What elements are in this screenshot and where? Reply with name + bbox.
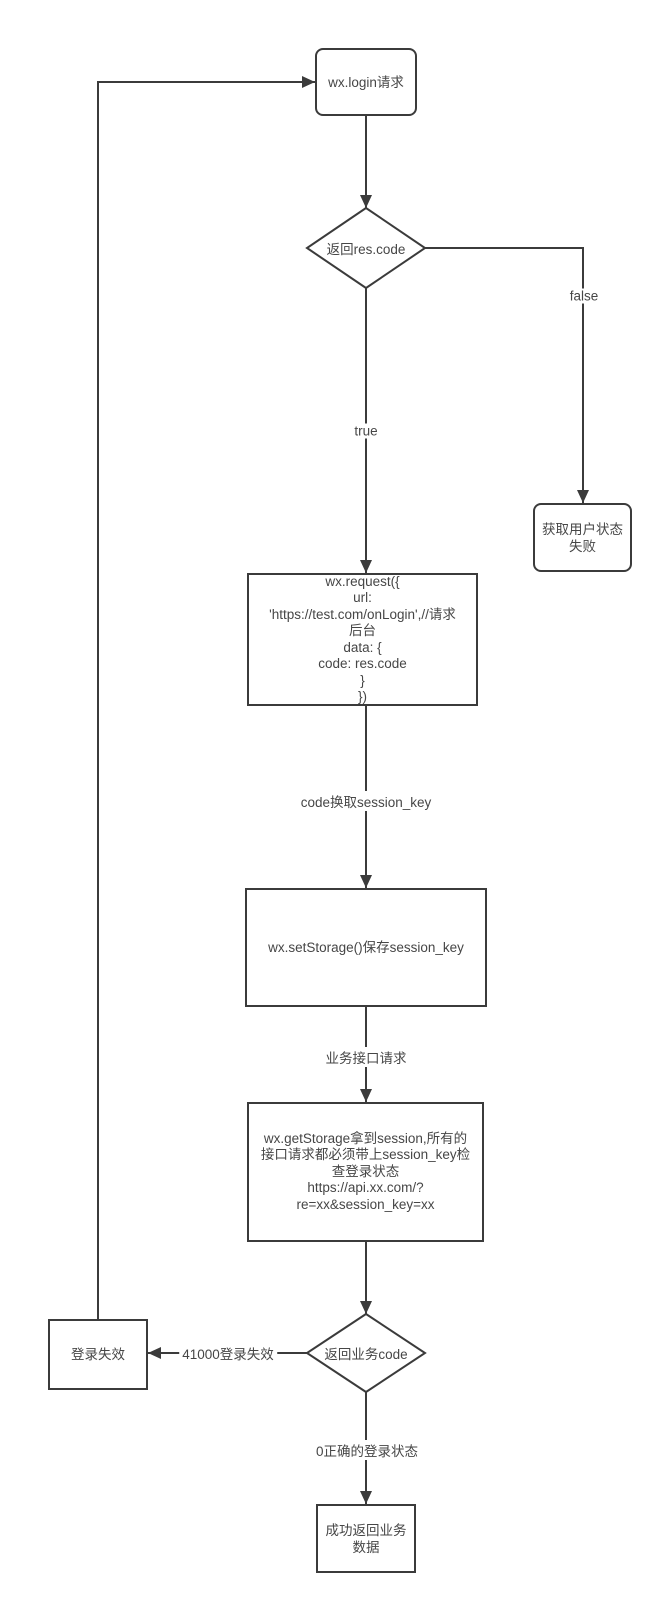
edge-label-correct-state: 0正确的登录状态 — [312, 1440, 422, 1460]
decision-rescode-label: 返回res.code — [326, 242, 406, 257]
decision-businesscode-label: 返回业务code — [324, 1347, 408, 1362]
node-get-storage: wx.getStorage拿到session,所有的 接口请求都必须带上sess… — [247, 1102, 484, 1242]
node-login-invalid: 登录失效 — [48, 1319, 148, 1390]
edge-label-41000-invalid: 41000登录失效 — [179, 1343, 277, 1363]
edge-label-code-exchange: code换取session_key — [297, 791, 435, 811]
decision-businesscode-shape — [305, 1312, 427, 1394]
node-get-user-state-failed: 获取用户状态 失败 — [533, 503, 632, 572]
decision-rescode-shape — [305, 206, 427, 290]
node-set-storage: wx.setStorage()保存session_key — [245, 888, 487, 1007]
edge-label-business-request: 业务接口请求 — [322, 1047, 410, 1067]
node-wx-login: wx.login请求 — [315, 48, 417, 116]
edge-label-false: false — [566, 288, 602, 304]
edge-rescode-false-to-failed — [425, 247, 589, 503]
node-success: 成功返回业务 数据 — [316, 1504, 416, 1573]
edge-loginfail-back-to-login — [97, 76, 315, 1319]
node-wx-request: wx.request({ url: 'https://test.com/onLo… — [247, 573, 478, 706]
edge-label-true: true — [351, 423, 381, 439]
